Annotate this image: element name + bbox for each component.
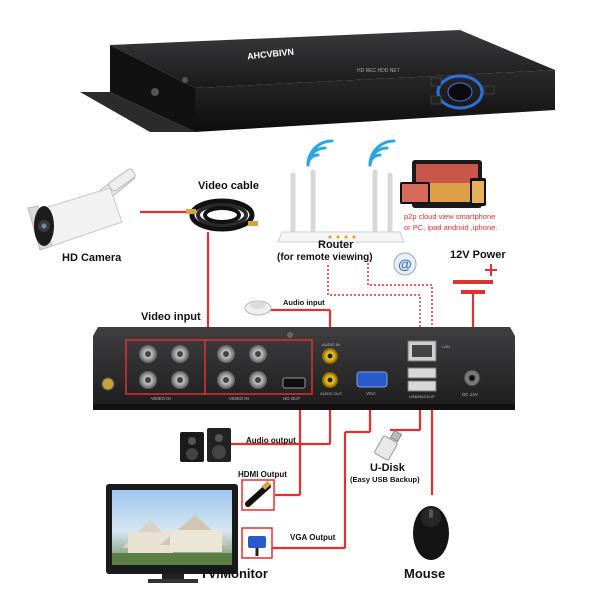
network-dotted-links [327, 263, 433, 342]
hd-camera [27, 168, 136, 251]
video-cable-coil [186, 198, 258, 232]
p2p-caption-line1: p2p cloud view smartphone [404, 212, 496, 221]
udisk-sublabel: (Easy USB Backup) [350, 475, 420, 484]
p2p-caption-line2: or PC, ipad android ,iphone. [404, 223, 498, 232]
dc-power-symbol [453, 264, 497, 300]
power-label: 12V Power [450, 249, 506, 261]
dvr-led-labels: HD REC HDD NET [357, 68, 400, 74]
udisk-label: U-Disk [370, 462, 405, 474]
internet-globe-icon: @ [393, 252, 417, 276]
router-label: Router [318, 239, 354, 251]
hdmi-cable-icon [241, 479, 275, 511]
audio-input-label: Audio input [283, 298, 325, 307]
vga-cable-icon [241, 527, 273, 559]
panel-audio-out: AUDIO OUT [320, 391, 343, 396]
video-input-label: Video input [141, 311, 201, 323]
router-device [277, 169, 405, 243]
wifi-icon [306, 139, 396, 167]
panel-hd-out: HD OUT [283, 396, 301, 401]
dvr-front-unit [80, 30, 555, 132]
tv-monitor-label: TV/Monitor [200, 566, 268, 581]
mouse-label: Mouse [404, 566, 446, 581]
hd-camera-label: HD Camera [62, 252, 122, 264]
panel-dc: DC 12V [462, 392, 478, 397]
panel-lan: LAN [442, 344, 450, 349]
panel-video-in-2: VIDEO IN [229, 396, 249, 401]
audio-output-label: Audio output [246, 436, 296, 445]
microphone-icon [244, 300, 272, 316]
panel-audio-in: AUDIO IN [322, 342, 340, 347]
tv-monitor [106, 484, 238, 583]
panel-video-in-1: VIDEO IN [151, 396, 171, 401]
speakers-icon [180, 428, 231, 462]
usb-disk-icon [374, 429, 403, 461]
mouse-icon [413, 506, 449, 560]
video-cable-label: Video cable [198, 180, 259, 192]
p2p-devices-image [400, 160, 486, 208]
svg-text:@: @ [398, 256, 412, 272]
router-sublabel: (for remote viewing) [277, 252, 373, 263]
panel-vga: VGA [366, 391, 376, 396]
dvr-rear-panel [93, 327, 515, 410]
vga-output-label: VGA Output [290, 533, 336, 542]
hdmi-output-label: HDMI Output [238, 470, 287, 479]
panel-usb: USB/BACKUP [409, 394, 435, 399]
